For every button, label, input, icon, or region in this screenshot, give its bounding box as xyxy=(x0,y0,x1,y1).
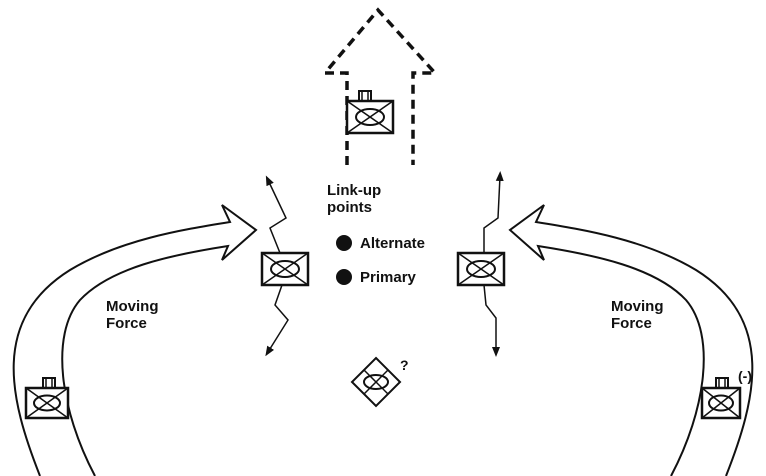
primary-linkup-dot xyxy=(336,269,352,285)
armor-company-symbol-left xyxy=(24,377,70,420)
alternate-label: Alternate xyxy=(360,235,426,252)
moving-force-left-line1: Moving xyxy=(106,298,159,315)
armor-company-symbol-top xyxy=(345,90,395,135)
moving-force-right-line1: Moving xyxy=(611,298,664,315)
moving-force-arrow-right xyxy=(508,204,754,476)
moving-force-right-line2: Force xyxy=(611,315,652,332)
armor-unit-unknown-symbol xyxy=(350,356,402,408)
primary-label: Primary xyxy=(360,269,416,286)
lightning-arrow-icon-left-down xyxy=(265,284,289,357)
armor-unit-symbol-right xyxy=(456,251,506,287)
moving-force-label-left: Moving Force xyxy=(106,298,159,332)
linkup-title-line1: Link-up xyxy=(327,182,382,199)
moving-force-label-right: Moving Force xyxy=(611,298,664,332)
lightning-arrow-icon-right-down xyxy=(483,284,500,357)
unknown-unit-mark: ? xyxy=(400,357,409,373)
linkup-points-title: Link-up points xyxy=(327,182,381,216)
alternate-linkup-dot xyxy=(336,235,352,251)
armor-unit-symbol-left xyxy=(260,251,310,287)
linkup-title-line2: points xyxy=(327,199,372,216)
moving-force-left-line2: Force xyxy=(106,315,147,332)
armor-company-symbol-right xyxy=(700,377,742,420)
dashed-axis-arrow xyxy=(321,7,439,165)
lightning-arrow-icon-left-up xyxy=(265,175,287,254)
moving-force-arrow-left xyxy=(12,204,258,476)
reduced-unit-mark: (-) xyxy=(738,368,752,384)
lightning-arrow-icon-right-up xyxy=(483,171,504,253)
